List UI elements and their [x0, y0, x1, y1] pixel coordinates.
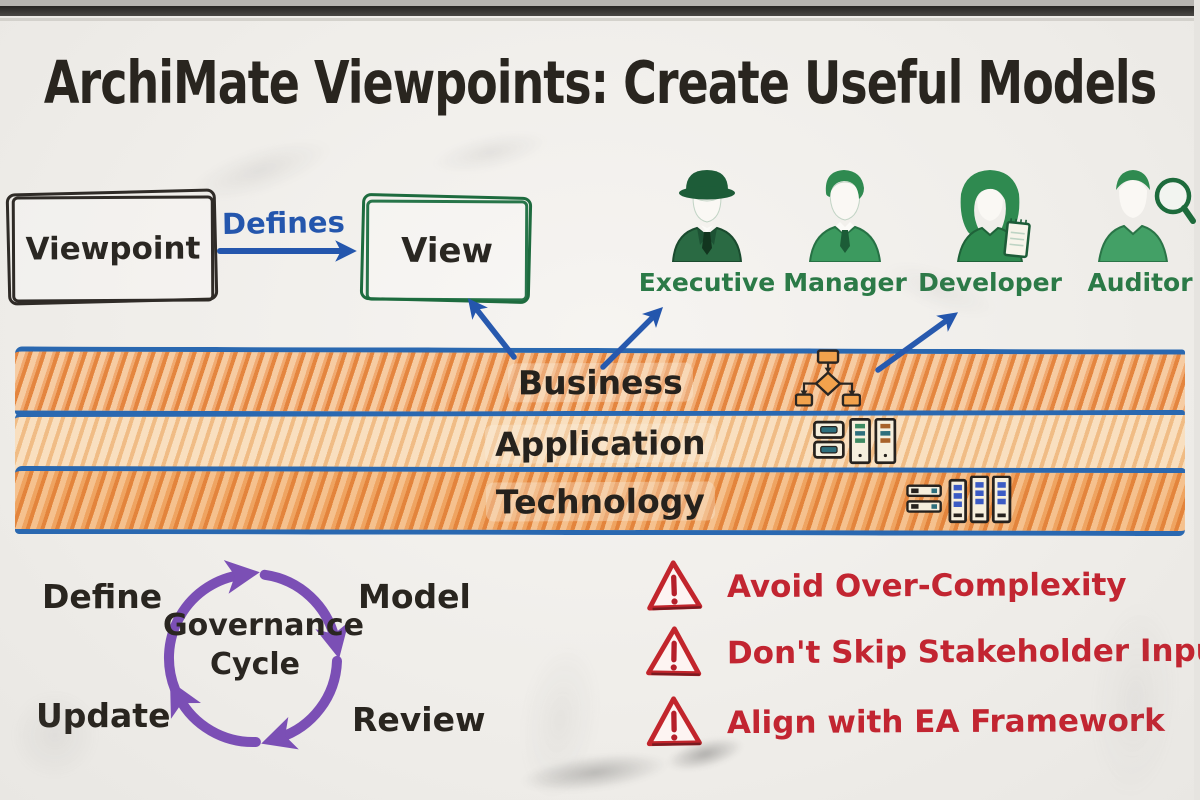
layer-business: Business	[14, 346, 1186, 419]
warning-text: Align with EA Framework	[726, 702, 1165, 742]
governance-cycle-diagram	[163, 560, 349, 750]
cycle-arc-model-to-review	[261, 655, 342, 750]
business-process-icon	[794, 349, 862, 407]
warning-item: Avoid Over-Complexity	[645, 556, 1127, 616]
warning-triangle-icon	[646, 696, 702, 747]
layer-label: Application	[484, 422, 716, 465]
whiteboard-frame-right	[1194, 0, 1200, 800]
warning-triangle-icon	[646, 626, 702, 677]
warning-text: Don't Skip Stakeholder Input	[726, 632, 1200, 672]
board-smudge	[427, 122, 553, 183]
developer-icon	[956, 170, 1031, 262]
warning-item: Don't Skip Stakeholder Input	[645, 622, 1200, 682]
stakeholder-manager: Manager	[779, 162, 911, 297]
cycle-step-model: Model	[358, 577, 471, 616]
cycle-arc-review-to-update	[170, 680, 261, 748]
manager-icon	[808, 170, 882, 262]
warning-text: Avoid Over-Complexity	[726, 566, 1127, 606]
stakeholder-label: Developer	[918, 268, 1062, 297]
governance-cycle-title: Governance Cycle	[163, 606, 365, 684]
board-smudge	[509, 635, 611, 800]
stakeholder-executive: Executive	[638, 162, 776, 297]
viewpoint-label: Viewpoint	[25, 230, 201, 268]
whiteboard-frame-groove	[0, 18, 1200, 21]
cycle-step-update: Update	[36, 696, 171, 735]
warning-item: Align with EA Framework	[645, 692, 1165, 752]
layer-technology: Technology	[14, 465, 1186, 537]
layer-application: Application	[14, 409, 1186, 478]
warning-triangle-icon	[647, 560, 703, 611]
page-title: ArchiMate Viewpoints: Create Useful Mode…	[43, 48, 1157, 118]
magnifier-icon	[1154, 177, 1192, 215]
whiteboard-frame-edge	[0, 6, 1200, 16]
layer-label: Business	[507, 362, 693, 403]
layer-label: Technology	[485, 480, 715, 522]
stakeholder-developer: Developer	[918, 162, 1062, 297]
view-label: View	[400, 230, 494, 271]
governance-cycle-title-line2: Cycle	[210, 647, 300, 682]
cycle-step-review: Review	[352, 700, 486, 739]
stakeholder-label: Manager	[783, 268, 907, 297]
auditor-icon	[1097, 170, 1196, 262]
cycle-step-define: Define	[42, 577, 163, 616]
cycle-arc-update-to-define	[163, 560, 260, 695]
whiteboard-frame-top	[0, 0, 1200, 6]
executive-icon	[671, 170, 743, 262]
board-smudge	[518, 745, 672, 800]
view-box: View	[365, 199, 529, 302]
cycle-arc-define-to-model	[259, 569, 349, 659]
technology-servers-icon	[906, 475, 1012, 524]
defines-label: Defines	[221, 204, 346, 242]
stakeholder-label: Auditor	[1087, 268, 1193, 297]
application-components-icon	[813, 417, 897, 465]
viewpoint-box: Viewpoint	[11, 195, 215, 303]
governance-cycle-title-line1: Governance	[163, 608, 365, 643]
stakeholder-auditor: Auditor	[1074, 162, 1200, 297]
stakeholder-label: Executive	[638, 268, 776, 297]
